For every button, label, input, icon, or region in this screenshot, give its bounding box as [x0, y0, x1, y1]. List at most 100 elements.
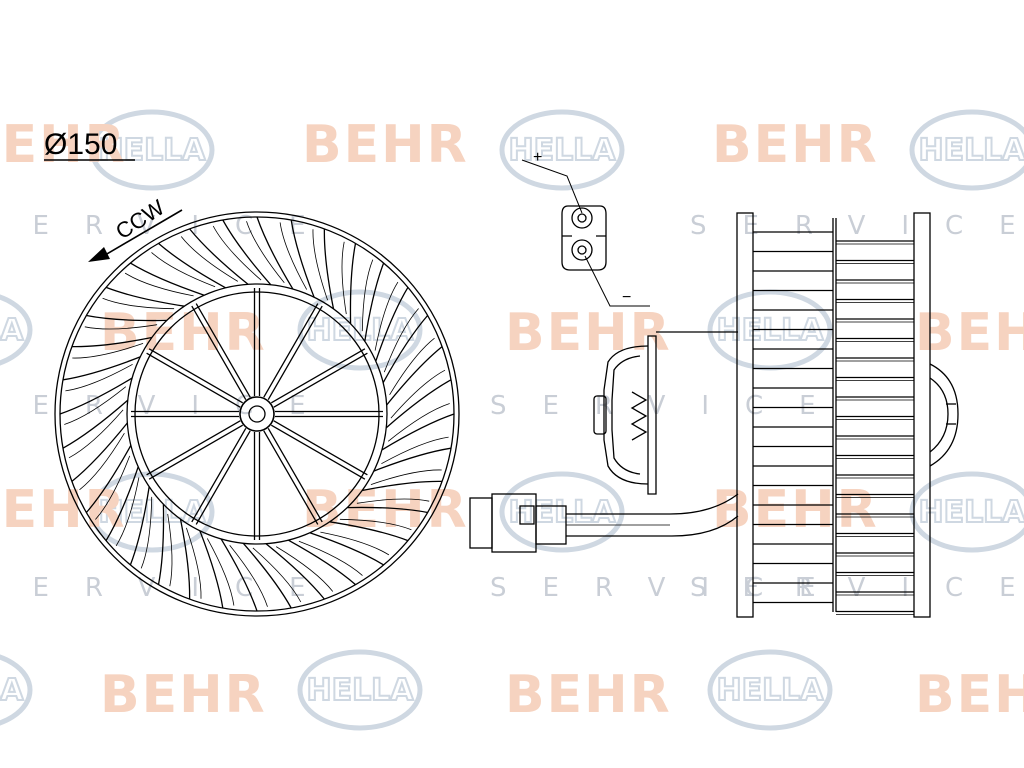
watermark-service-text: SERVICE	[690, 211, 1024, 241]
impeller-blade-edge	[79, 432, 125, 491]
impeller-blade-edge	[64, 386, 127, 425]
impeller-blade-edge	[389, 337, 435, 396]
terminal-positive-ring	[571, 207, 593, 229]
impeller-blade	[364, 262, 385, 342]
watermark-layer: HELLAHELLAHELLAHELLAHELLAHELLAHELLAHELLA…	[0, 109, 1024, 731]
impeller-spoke-edge	[263, 303, 319, 398]
impeller-blade-edge	[246, 221, 285, 284]
impeller-blade	[105, 466, 139, 541]
watermark-hella-text: HELLA	[508, 133, 616, 168]
watermark-behr-text: BEHR	[505, 303, 672, 363]
impeller-blade	[382, 315, 429, 383]
impeller-spokes	[131, 288, 383, 540]
impeller-blade	[385, 379, 452, 429]
harness-plug-latch	[519, 505, 535, 525]
watermark-behr-text: BEHR	[100, 665, 267, 725]
impeller-blade	[86, 314, 167, 322]
impeller-spoke-edge	[270, 348, 366, 404]
diameter-label: Ø150	[44, 128, 117, 161]
impeller-spoke-edge	[148, 424, 244, 480]
watermark-hella-oval	[499, 109, 625, 191]
impeller-blade	[71, 422, 128, 482]
impeller-blade-edge	[383, 308, 419, 373]
impeller-blade	[361, 480, 443, 492]
motor-flange	[647, 335, 657, 495]
impeller-blade-edge	[186, 527, 202, 599]
terminal-negative-leader	[584, 255, 650, 307]
side-view-motor-cap-inner	[929, 377, 949, 453]
harness-plug-body	[469, 497, 493, 549]
watermark-behr-text: BEHR	[0, 480, 127, 540]
watermark-hella-oval	[89, 109, 215, 191]
impeller-blade-edge	[356, 498, 430, 504]
watermark-behr-text: BEHR	[302, 480, 469, 540]
impeller-inner-ring-2	[134, 291, 380, 537]
terminal-negative-hole	[577, 245, 587, 255]
diameter-dimension: Ø150	[44, 128, 135, 161]
impeller-spoke	[146, 420, 241, 476]
impeller-blade	[220, 538, 258, 612]
motor-housing	[603, 345, 649, 485]
impeller-spoke-edge	[267, 427, 323, 523]
impeller-spoke-edge	[195, 430, 251, 525]
impeller-blade	[347, 506, 428, 514]
watermark-behr-text: BEHR	[0, 115, 127, 175]
watermark-hella-oval	[89, 471, 215, 553]
impeller-blade-edge	[387, 403, 450, 442]
impeller-blade-edge	[279, 222, 308, 290]
wire-harness	[469, 493, 739, 553]
harness-cable-upper	[566, 493, 739, 515]
impeller-blade	[386, 346, 443, 406]
watermark-behr-text: BEHR	[915, 665, 1024, 725]
side-view-left-plate	[736, 212, 754, 618]
side-view-blade-slats	[753, 231, 914, 615]
terminal-negative-ring	[571, 239, 593, 261]
watermark-behr-text: BEHR	[100, 303, 267, 363]
watermark-hella-oval	[707, 649, 833, 731]
impeller-blade	[189, 228, 249, 285]
impeller-blade	[158, 242, 226, 289]
impeller-front-view	[54, 211, 460, 617]
watermark-behr-text: BEHR	[915, 303, 1024, 363]
impeller-inner-ring	[126, 283, 388, 545]
watermark-hella-text: HELLA	[0, 673, 24, 708]
impeller-blade	[59, 377, 133, 415]
watermark-hella-oval	[297, 289, 423, 371]
watermark-hella-oval	[909, 109, 1024, 191]
impeller-blade-edge	[68, 409, 124, 459]
impeller-blade	[323, 228, 335, 310]
impeller-blade	[71, 336, 153, 348]
side-view-motor-cap	[929, 363, 959, 467]
impeller-blade-edge	[374, 281, 399, 351]
impeller-blade-edge	[84, 324, 158, 330]
impeller-blade	[256, 216, 294, 290]
watermark-hella-oval	[297, 649, 423, 731]
impeller-hub-inner	[248, 405, 266, 423]
impeller-blade-edge	[124, 272, 194, 297]
impeller-blade	[62, 356, 141, 381]
impeller-blade	[288, 539, 356, 586]
impeller-blade	[265, 543, 325, 600]
impeller-outer-ring	[54, 211, 460, 617]
impeller-blade	[373, 447, 452, 472]
impeller-hub-outer	[239, 396, 275, 432]
impeller-blade-edge	[229, 544, 268, 607]
impeller-blade	[179, 518, 191, 600]
impeller-blade-edge	[298, 540, 363, 576]
impeller-blade-edge	[381, 436, 449, 465]
watermark-hella-oval	[909, 471, 1024, 553]
watermark-hella-text: HELLA	[306, 313, 414, 348]
impeller-blade	[242, 542, 292, 609]
blower-motor	[593, 331, 738, 495]
motor-housing-inner	[611, 355, 641, 475]
impeller-blade	[290, 219, 315, 298]
watermark-behr-text: BEHR	[302, 115, 469, 175]
impeller-blade	[222, 219, 272, 286]
watermark-hella-text: HELLA	[716, 673, 824, 708]
impeller-blade-edge	[252, 547, 302, 603]
watermark-hella-text: HELLA	[918, 495, 1024, 530]
motor-winding	[630, 391, 648, 441]
impeller-blade	[375, 287, 409, 362]
impeller-blade-edge	[341, 241, 347, 315]
